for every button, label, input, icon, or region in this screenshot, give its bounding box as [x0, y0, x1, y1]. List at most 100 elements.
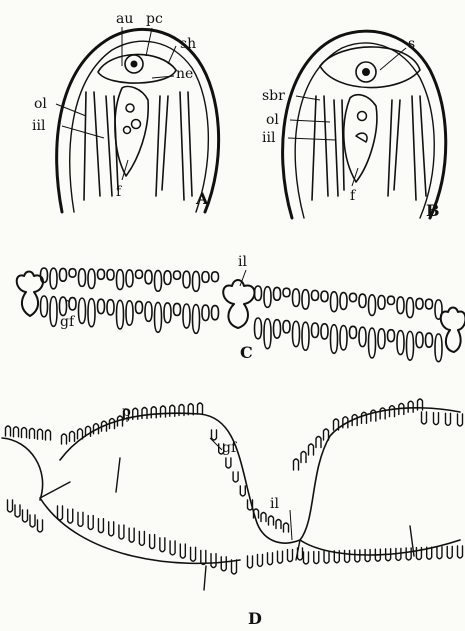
panel-c-filament	[283, 321, 290, 333]
panel-c-junction	[441, 308, 465, 353]
label-au: au	[116, 11, 133, 27]
panel-d-leaders	[127, 417, 292, 540]
panel-d-villus	[355, 550, 360, 562]
panel-d-villus	[150, 535, 155, 549]
panel-c-filament	[264, 287, 271, 308]
panel-c-filament-section: il gf C	[17, 254, 465, 362]
panel-d-villus	[98, 519, 103, 533]
label-f-a: f	[116, 184, 123, 200]
panel-d-villus	[324, 551, 329, 563]
panel-letter-d: D	[248, 609, 262, 628]
panel-c-filament	[50, 297, 57, 327]
panel-c-filament	[397, 331, 404, 355]
panel-d-villus	[324, 429, 329, 440]
panel-letter-a: A	[195, 189, 209, 208]
panel-d-villus	[380, 408, 385, 419]
panel-c-filament	[98, 299, 105, 313]
label-il-d: il	[270, 496, 279, 512]
panel-d-villus	[345, 550, 350, 562]
label-gf-d: gf	[222, 440, 238, 456]
panel-c-filament	[255, 286, 262, 300]
panel-d-villus	[22, 428, 27, 438]
label-il-c: il	[238, 254, 247, 270]
panel-d-villus	[201, 550, 206, 564]
panel-b-inner-lamella-right	[388, 100, 400, 196]
panel-c-filament	[155, 302, 162, 332]
panel-d-villus	[422, 412, 427, 424]
panel-b-granule	[358, 112, 367, 121]
panel-a-cross-section: au pc sh ne ol iil f A	[32, 11, 219, 212]
panel-d-villus	[129, 528, 134, 542]
panel-d-inner-septa	[40, 458, 414, 590]
panel-d-villus	[161, 406, 166, 417]
panel-a-granule	[132, 120, 141, 129]
panel-d-villus	[434, 413, 439, 425]
panel-c-filament	[155, 271, 162, 292]
panel-c-filament	[302, 290, 309, 309]
panel-c-filament	[193, 305, 200, 334]
panel-b-outer-lamella-right	[412, 96, 426, 200]
panel-c-filament	[212, 306, 219, 320]
panel-c-filament	[407, 331, 414, 360]
panel-c-filament	[321, 324, 328, 339]
panel-c-filament	[426, 333, 433, 347]
panel-c-filament	[145, 302, 152, 321]
panel-d-villus	[284, 523, 289, 532]
panel-a-inner-lamella-right	[156, 96, 168, 196]
panel-d-villus	[30, 515, 35, 527]
panel-c-filament	[79, 298, 86, 323]
panel-c-filament	[340, 293, 347, 310]
label-iil-b: iil	[262, 130, 276, 146]
panel-d-villus	[437, 547, 442, 559]
panel-c-filament	[388, 330, 395, 342]
panel-a-head-cap	[98, 54, 176, 83]
panel-d-villus	[78, 429, 83, 439]
panel-c-filament	[117, 270, 124, 290]
panel-c-filament	[293, 321, 300, 346]
panel-c-filament	[202, 272, 209, 283]
panel-d-villus	[38, 429, 43, 439]
panel-d-villus	[248, 556, 253, 568]
label-sbr: sbr	[262, 88, 285, 104]
panel-c-filament	[183, 271, 190, 288]
panel-a-eye-core	[131, 61, 138, 68]
panel-a-body-f	[115, 87, 148, 177]
panel-c-filament	[193, 271, 200, 291]
panel-c-filament	[136, 270, 143, 278]
panel-c-filament	[359, 294, 366, 307]
panel-d-villus	[314, 552, 319, 564]
panel-c-filament	[202, 305, 209, 320]
panel-c-filament	[397, 297, 404, 314]
panel-d-villus	[309, 444, 314, 455]
label-gf-c: gf	[60, 314, 76, 330]
panel-d-villus	[151, 407, 156, 418]
panel-d-villus	[458, 414, 463, 426]
panel-c-filament	[416, 298, 423, 309]
panel-c-filament	[136, 301, 143, 313]
panel-d-villus	[109, 522, 114, 536]
panel-d-villus	[258, 554, 263, 566]
panel-d-villus	[14, 427, 19, 437]
panel-c-filament	[60, 297, 67, 315]
panel-c-filament	[126, 270, 133, 287]
panel-d-villus	[278, 551, 283, 563]
label-p: p	[122, 404, 131, 420]
panel-a-granule	[124, 127, 131, 134]
panel-c-filament	[41, 268, 48, 282]
panel-c-filament	[69, 269, 76, 278]
panel-c-junction	[17, 272, 43, 317]
panel-b-cross-section: s sbr ol iil f B	[262, 31, 446, 220]
panel-d-villus	[304, 552, 309, 564]
panel-d-villus	[390, 406, 395, 417]
panel-d-villus	[180, 544, 185, 558]
panel-d-villus	[362, 412, 367, 423]
panel-c-filament	[293, 289, 300, 307]
panel-d-villus	[119, 525, 124, 539]
panel-d-villus	[268, 553, 273, 565]
panel-c-filament	[60, 268, 67, 281]
panel-c-filament	[426, 299, 433, 309]
panel-c-filament	[107, 300, 114, 315]
label-ol-a: ol	[34, 96, 47, 112]
panel-d-villus	[232, 560, 237, 574]
